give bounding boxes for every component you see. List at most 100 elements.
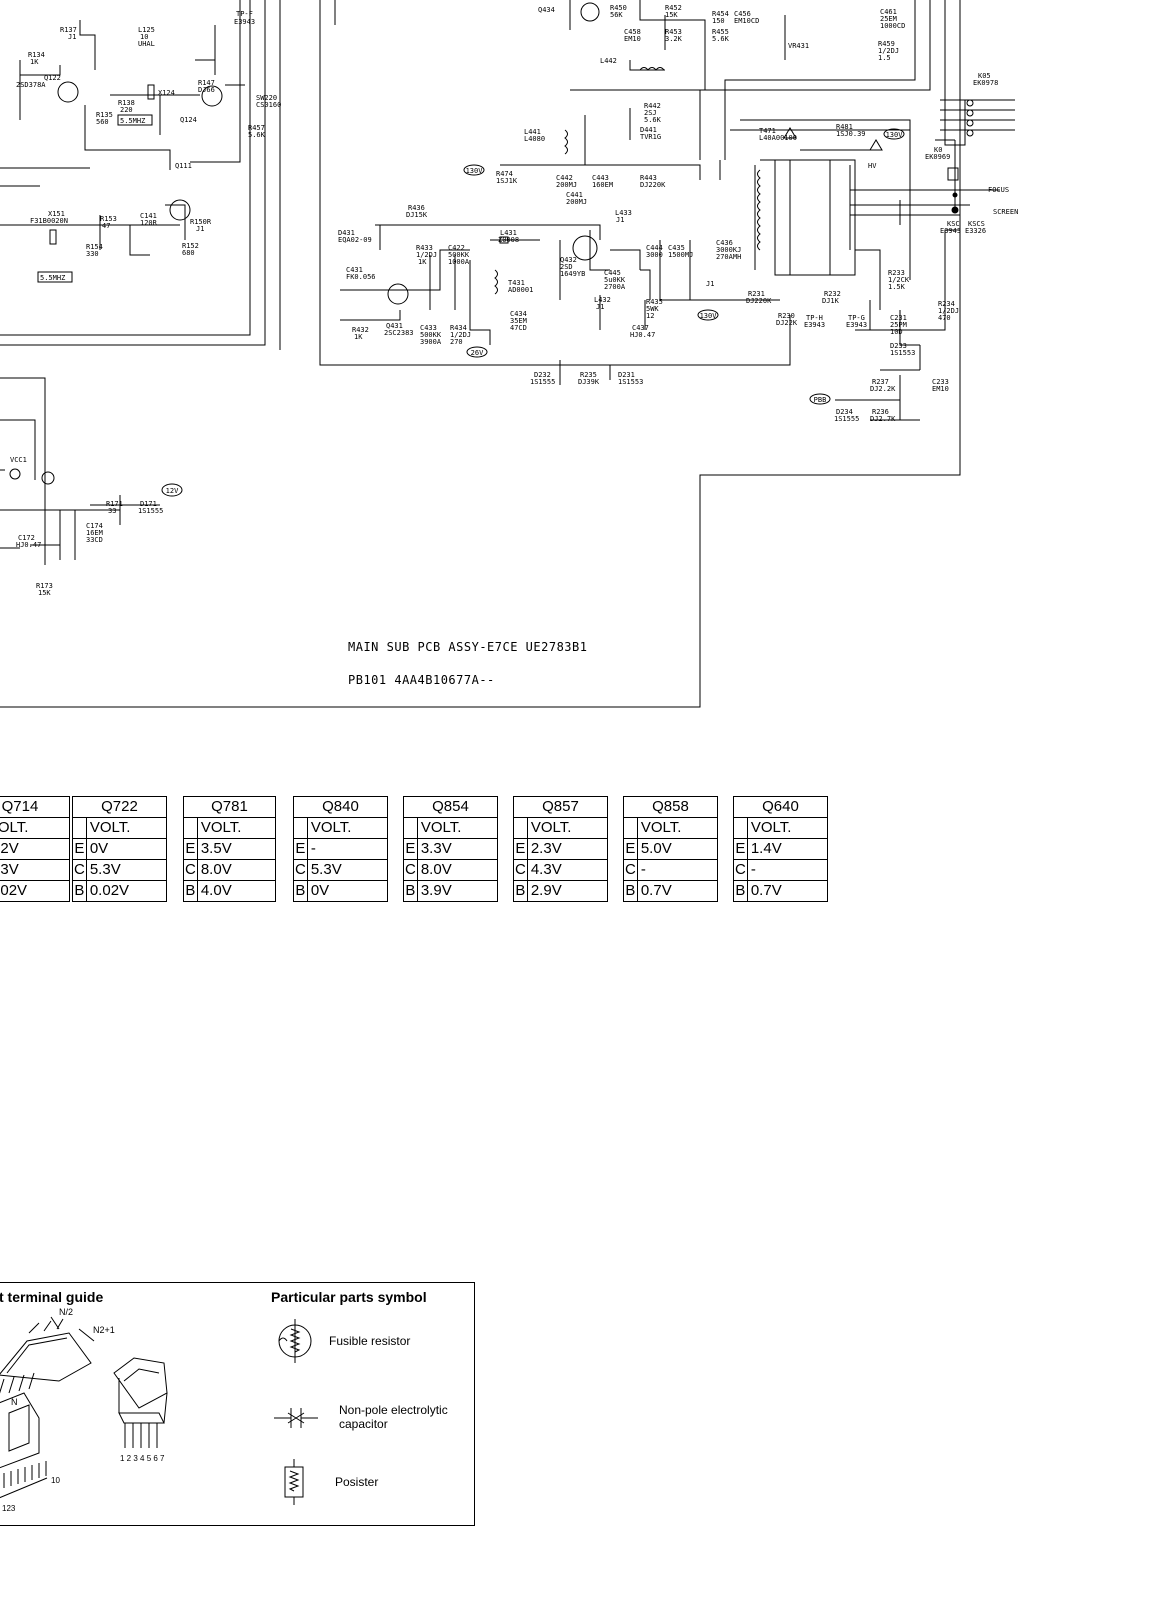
component-label-r154v: 330	[86, 250, 99, 258]
component-label-hv: HV	[868, 162, 877, 170]
pin-label: E	[403, 838, 418, 860]
component-label-q122p: 2SD378A	[16, 81, 46, 89]
component-label-l125t: UHAL	[138, 40, 155, 48]
component-label-r433: R433	[416, 244, 433, 252]
component-label-tphv: E3943	[804, 321, 825, 329]
component-label-r434v: 1/2DJ	[450, 331, 471, 339]
component-label-r236: R236	[872, 408, 889, 416]
component-label-c436v: 3000KJ	[716, 246, 741, 254]
component-label-r443: R443	[640, 174, 657, 182]
component-label-r432v: 1K	[354, 333, 363, 341]
component-label-c444v: 3000	[646, 251, 663, 259]
component-label-r433t: 1K	[418, 258, 427, 266]
col-label: VOLT.	[746, 817, 829, 839]
component-label-r230: R230	[778, 312, 795, 320]
component-label-c231v: 25PM	[890, 321, 907, 329]
component-label-r150v: J1	[196, 225, 204, 233]
component-label-r233t: 1.5K	[888, 283, 906, 291]
component-label-r234t: 470	[938, 314, 951, 322]
component-label-t431: T431	[508, 279, 525, 287]
voltage-value: 0V	[306, 880, 389, 902]
voltage-value: 8.0V	[416, 859, 499, 881]
pin-label: C	[623, 859, 638, 881]
voltage-value: 0.7V	[746, 880, 829, 902]
component-label-l441v: L4080	[524, 135, 545, 143]
pin-label: B	[623, 880, 638, 902]
component-label-r436: R436	[408, 204, 425, 212]
voltage-bubble	[883, 128, 905, 140]
component-label-d441v: TVR1G	[640, 133, 661, 141]
component-label-kscv: E3943	[940, 227, 961, 235]
component-label-q122: Q122	[44, 74, 61, 82]
component-label-c458: C458	[624, 28, 641, 36]
component-label-r434t: 270	[450, 338, 463, 346]
component-label-r459: R459	[878, 40, 895, 48]
voltage-bubble	[809, 393, 831, 405]
component-label-k0v: EK0969	[925, 153, 950, 161]
component-label-c442: C442	[556, 174, 573, 182]
table-title: Q854	[403, 796, 498, 818]
component-label-r137: R137	[60, 26, 77, 34]
col-label: VOLT.	[306, 817, 389, 839]
component-label-tph: TP-H	[806, 314, 823, 322]
component-label-r453: R453	[665, 28, 682, 36]
component-label-r237v: DJ2.2K	[870, 385, 896, 393]
component-label-r233: R233	[888, 269, 905, 277]
voltage-value: 4.3V	[526, 859, 609, 881]
posister-icon	[284, 1459, 304, 1505]
component-label-q124: Q124	[180, 116, 197, 124]
table-title: Q722	[72, 796, 167, 818]
component-label-c445v: 5u0KK	[604, 276, 626, 284]
component-label-c456v: EM10CD	[734, 17, 759, 25]
pin-label: B	[72, 880, 87, 902]
component-label-t431v: AD0001	[508, 286, 533, 294]
component-label-q432t: 1649YB	[560, 270, 585, 278]
voltage-value: 5.3V	[85, 859, 168, 881]
pin-label: C	[513, 859, 528, 881]
component-label-r435v: 5WK	[646, 305, 659, 313]
component-label-r442: R442	[644, 102, 661, 110]
component-label-r433v: 1/2DJ	[416, 251, 437, 259]
component-label-ksc: KSC	[947, 220, 960, 228]
table-title: Q714	[0, 796, 70, 818]
component-label-c461v: 25EM	[880, 15, 897, 23]
component-label-r436v: DJ15K	[406, 211, 428, 219]
legend-box: t terminal guide Particular parts symbol…	[0, 1282, 475, 1526]
component-label-r453v: 3.2K	[665, 35, 683, 43]
posister-label: Posister	[335, 1475, 379, 1489]
component-label-r147: R147	[198, 79, 215, 87]
component-label-c431: C431	[346, 266, 363, 274]
component-label-r135: R135	[96, 111, 113, 119]
component-label-c434t: 47CD	[510, 324, 527, 332]
component-label-l125: L125	[138, 26, 155, 34]
component-label-r432: R432	[352, 326, 369, 334]
component-label-vr431: VR431	[788, 42, 809, 50]
component-label-kscsv: E3326	[965, 227, 986, 235]
component-label-r137v: J1	[68, 33, 76, 41]
component-label-f55a: 5.5MHZ	[120, 117, 145, 125]
component-label-c456: C456	[734, 10, 751, 18]
component-label-c443v: 160EM	[592, 181, 613, 189]
component-label-c441: C441	[566, 191, 583, 199]
component-label-sw220: SW220	[256, 94, 277, 102]
pin-label: E	[513, 838, 528, 860]
nonpole-capacitor-label-1: Non-pole electrolytic	[339, 1403, 448, 1417]
component-label-k05v: EK0978	[973, 79, 998, 87]
section-border	[0, 167, 90, 187]
voltage-bubble-label: 130V	[466, 167, 484, 175]
pin-label-n2plus1: N2+1	[93, 1325, 115, 1335]
component-label-c431v: FK0.056	[346, 273, 376, 281]
component-label-r173: R173	[36, 582, 53, 590]
component-label-d232v: 1S1555	[530, 378, 555, 386]
component-label-d234v: 1S1555	[834, 415, 859, 423]
voltage-value: 0.7V	[636, 880, 719, 902]
component-label-r455: R455	[712, 28, 729, 36]
component-label-c172v: HJ0.47	[16, 541, 41, 549]
voltage-value: 0V	[85, 838, 168, 860]
component-label-r450: R450	[610, 4, 627, 12]
component-label-c458v: EM10	[624, 35, 641, 43]
